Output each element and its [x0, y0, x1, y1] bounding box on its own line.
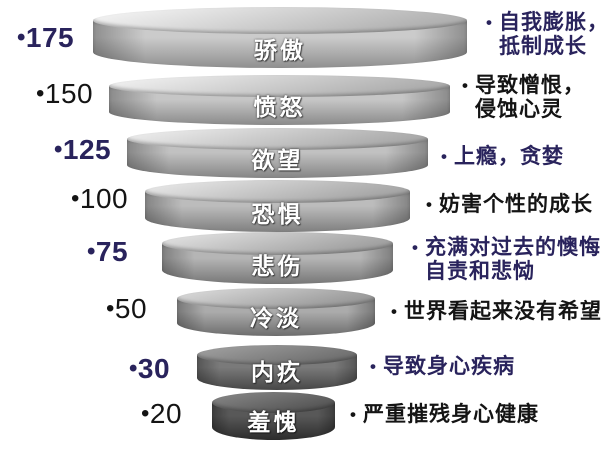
- level-value: •75: [87, 238, 128, 266]
- description-lines: 充满对过去的懊悔自责和悲恸: [425, 236, 601, 284]
- description-lines: 上瘾，贪婪: [454, 145, 564, 169]
- bullet-icon: •: [441, 147, 447, 166]
- bullet-icon: •: [412, 238, 418, 257]
- level-value: •50: [106, 295, 147, 323]
- bullet-icon: •: [36, 80, 45, 107]
- bullet-icon: •: [486, 13, 492, 32]
- level-value: •175: [17, 24, 74, 52]
- funnel-disc: 愤怒: [109, 75, 450, 125]
- description-lines: 妨害个性的成长: [439, 193, 593, 217]
- level-description: • 导致身心疾病: [370, 355, 515, 379]
- bullet-icon: •: [87, 238, 96, 265]
- level-value: •20: [141, 400, 182, 428]
- level-description: • 严重摧残身心健康: [350, 403, 539, 427]
- disc-top-ellipse: [162, 232, 393, 255]
- disc-label: 冷淡: [250, 305, 302, 331]
- disc-label: 羞愧: [247, 409, 300, 435]
- description-line: 充满对过去的懊悔: [424, 236, 601, 259]
- description-line: 严重摧残身心健康: [362, 403, 539, 426]
- bullet-icon: •: [462, 76, 468, 95]
- level-value: •100: [71, 185, 128, 213]
- disc-top-ellipse: [177, 288, 375, 309]
- disc-top-ellipse: [212, 392, 335, 413]
- disc-top-ellipse: [197, 345, 357, 365]
- bullet-icon: •: [391, 302, 397, 321]
- description-lines: 严重摧残身心健康: [363, 403, 539, 427]
- funnel-disc: 悲伤: [162, 232, 393, 284]
- description-line: 导致憎恨，: [474, 74, 585, 97]
- level-description: • 自我膨胀，抵制成长: [486, 11, 609, 59]
- level-description: • 导致憎恨，侵蚀心灵: [462, 74, 585, 122]
- level-value-text: 30: [137, 353, 171, 384]
- level-value-text: 150: [44, 78, 94, 109]
- description-lines: 世界看起来没有希望: [404, 300, 602, 324]
- disc-label: 内疚: [251, 359, 303, 385]
- description-line: 上瘾，贪婪: [453, 145, 564, 168]
- bullet-icon: •: [71, 185, 80, 212]
- description-line: 导致身心疾病: [382, 355, 515, 378]
- level-description: • 上瘾，贪婪: [441, 145, 564, 169]
- description-lines: 导致憎恨，侵蚀心灵: [475, 74, 585, 122]
- disc-label: 悲伤: [251, 253, 304, 279]
- level-value-text: 50: [114, 293, 148, 324]
- level-description: • 充满对过去的懊悔自责和悲恸: [412, 236, 601, 284]
- funnel-disc: 冷淡: [177, 288, 375, 336]
- bullet-icon: •: [426, 195, 432, 214]
- bullet-icon: •: [17, 24, 26, 51]
- bullet-icon: •: [106, 295, 115, 322]
- level-value: •30: [129, 355, 170, 383]
- description-line: 侵蚀心灵: [474, 98, 563, 121]
- disc-label: 恐惧: [251, 201, 304, 227]
- description-line: 妨害个性的成长: [438, 193, 593, 216]
- bullet-icon: •: [54, 136, 63, 163]
- disc-top-ellipse: [93, 7, 467, 34]
- description-line: 世界看起来没有希望: [403, 300, 602, 323]
- level-description: • 世界看起来没有希望: [391, 300, 602, 324]
- disc-top-ellipse: [145, 180, 410, 203]
- disc-label: 欲望: [251, 147, 304, 173]
- level-value: •125: [54, 136, 111, 164]
- funnel-disc: 骄傲: [93, 7, 467, 68]
- level-value-text: 75: [95, 236, 129, 267]
- funnel-disc: 欲望: [127, 128, 428, 178]
- level-value-text: 100: [79, 183, 129, 214]
- level-value-text: 175: [25, 22, 75, 53]
- bullet-icon: •: [350, 405, 356, 424]
- description-line: 抵制成长: [498, 35, 587, 58]
- description-lines: 导致身心疾病: [383, 355, 515, 379]
- disc-label: 骄傲: [254, 37, 306, 63]
- description-lines: 自我膨胀，抵制成长: [499, 11, 609, 59]
- level-value-text: 20: [149, 398, 183, 429]
- description-line: 自我膨胀，: [498, 11, 609, 34]
- funnel-disc: 恐惧: [145, 180, 410, 232]
- disc-top-ellipse: [109, 75, 450, 97]
- funnel-disc: 内疚: [197, 345, 357, 390]
- level-description: • 妨害个性的成长: [426, 193, 593, 217]
- bullet-icon: •: [141, 400, 150, 427]
- bullet-icon: •: [129, 355, 138, 382]
- disc-label: 愤怒: [253, 94, 306, 120]
- level-value-text: 125: [62, 134, 112, 165]
- description-line: 自责和悲恸: [424, 260, 535, 283]
- level-value: •150: [36, 80, 93, 108]
- funnel-disc: 羞愧: [212, 392, 335, 440]
- bullet-icon: •: [370, 357, 376, 376]
- disc-top-ellipse: [127, 128, 428, 150]
